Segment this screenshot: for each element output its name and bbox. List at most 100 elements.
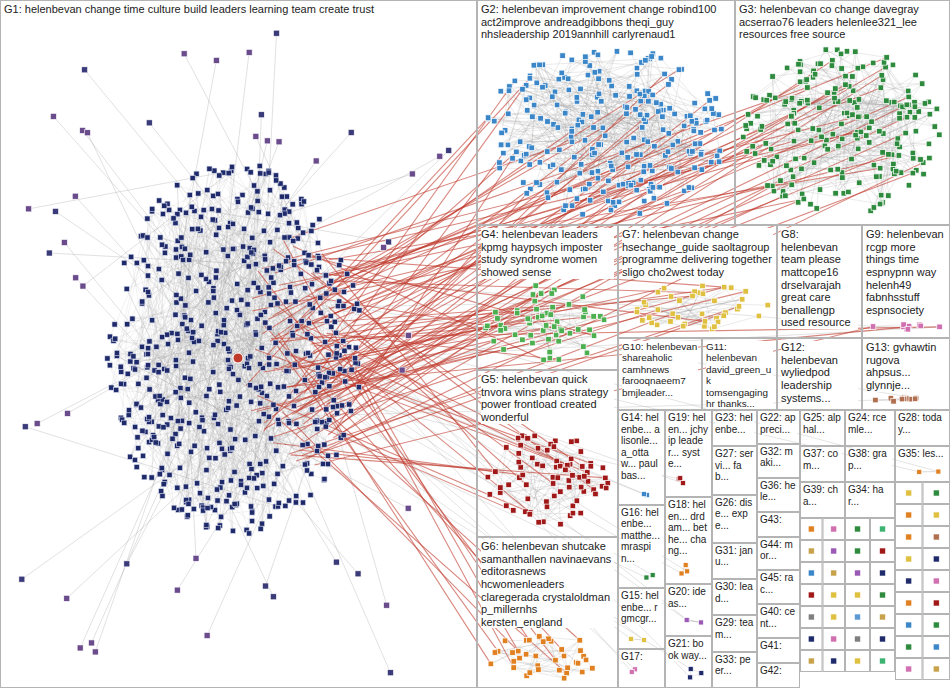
network-edge [149, 123, 271, 278]
network-edge [197, 266, 248, 341]
network-edge [226, 174, 265, 410]
network-edge [147, 238, 247, 359]
network-edge [514, 661, 567, 673]
network-edge [273, 336, 635, 670]
network-edge [499, 79, 568, 163]
network-edge [129, 415, 187, 500]
network-edge [154, 429, 180, 437]
network-edge [500, 450, 547, 492]
network-edge [190, 379, 358, 574]
network-edge [501, 110, 661, 145]
network-edge [127, 496, 163, 564]
network-edge [712, 316, 759, 329]
network-edge [215, 220, 230, 366]
network-edge [530, 60, 646, 98]
network-edge [642, 306, 739, 320]
network-edge [555, 92, 577, 102]
network-edge [645, 91, 721, 129]
network-edge [209, 169, 263, 231]
network-edge [570, 463, 591, 515]
network-edge [489, 119, 612, 166]
network-edge [585, 94, 599, 140]
network-edge [530, 640, 580, 672]
network-edge [724, 287, 746, 291]
network-edge [503, 153, 628, 183]
network-edge [787, 68, 930, 114]
network-edge [206, 243, 318, 279]
network-edge [137, 167, 232, 405]
network-edge [186, 265, 294, 500]
network-edge [826, 50, 846, 85]
network-edge [645, 122, 701, 153]
network-edge [800, 61, 850, 100]
network-edge [564, 112, 566, 210]
network-edge [137, 429, 181, 468]
network-edge [590, 66, 695, 104]
network-edge [819, 130, 859, 183]
network-edge [557, 105, 701, 154]
network-edge [182, 60, 217, 246]
network-edge [637, 68, 663, 130]
network-edge [95, 379, 190, 652]
network-edge [800, 61, 919, 111]
network-edge [22, 368, 318, 580]
network-edge [68, 367, 148, 413]
network-edge [152, 211, 269, 358]
network-edge [564, 660, 586, 678]
network-edge [543, 65, 572, 132]
network-edge [270, 190, 353, 285]
network-edge [919, 471, 938, 472]
network-edge [127, 289, 274, 597]
network-edge [280, 174, 412, 215]
network-edge [495, 458, 532, 472]
network-edge [174, 218, 206, 279]
network-edge [204, 210, 389, 242]
network-edge [208, 449, 231, 508]
network-edge [770, 95, 907, 105]
network-edge [167, 204, 241, 300]
network-edge [253, 161, 316, 254]
network-edge [149, 295, 233, 530]
network-edge [495, 652, 527, 675]
network-edge [628, 98, 715, 185]
network-edge [76, 278, 252, 469]
network-edge [573, 487, 581, 513]
network-edge [149, 417, 204, 431]
network-edge [500, 447, 506, 487]
network-edge [572, 60, 707, 120]
network-edge [527, 110, 665, 155]
network-edge [645, 91, 701, 154]
network-edge [801, 101, 916, 170]
network-edge [87, 133, 230, 430]
network-edge [559, 52, 594, 79]
network-edge [743, 137, 894, 174]
network-edge [138, 383, 322, 438]
network-edge [832, 60, 905, 133]
edge-bundle [268, 142, 648, 320]
network-edge [897, 144, 923, 163]
network-edge [137, 334, 218, 404]
network-edge [161, 174, 266, 401]
network-edge [25, 427, 278, 507]
network-edge [673, 109, 712, 145]
network-edge [900, 109, 937, 147]
network-edge [241, 387, 278, 484]
network-edge [152, 209, 325, 342]
network-edge [649, 91, 719, 114]
network-edge [869, 75, 915, 142]
network-edge [880, 118, 900, 204]
network-edge [37, 342, 194, 423]
network-edge [188, 202, 238, 331]
network-edge [498, 651, 564, 678]
network-edge [530, 459, 571, 514]
network-edge [527, 641, 551, 676]
network-edge [631, 53, 695, 168]
network-edge [543, 492, 560, 522]
network-edge [818, 64, 850, 101]
network-edge [514, 642, 543, 662]
network-edge [514, 661, 582, 672]
network-edge [193, 298, 214, 333]
network-edge [165, 253, 291, 293]
network-edge [547, 481, 588, 507]
network-edge [669, 108, 670, 167]
